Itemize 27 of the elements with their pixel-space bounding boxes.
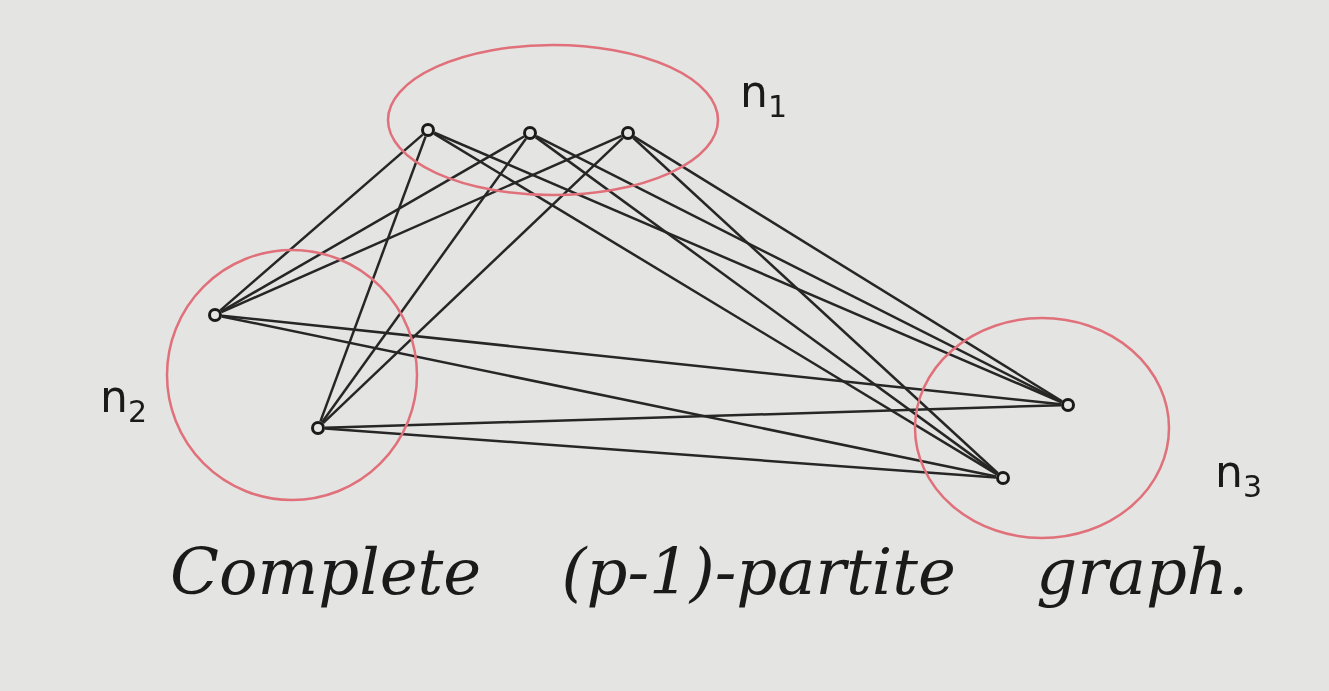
graph-edge [534,136,999,475]
graph-edge [221,314,1062,406]
vertex-dot [208,308,222,322]
vertex-dot [311,421,325,435]
vertex-dot [996,471,1010,485]
group-label: n$_{2}$ [100,375,147,427]
graph-edge [433,132,998,476]
graph-edge [322,136,624,425]
vertex-dot [621,126,635,140]
group-label: n$_{3}$ [1215,450,1262,502]
vertex-dot [421,123,435,137]
group-label: n$_{1}$ [740,70,787,122]
graph-edge [221,315,997,478]
graph-edge [219,133,424,312]
caption: Complete (p-1)-partite graph. [170,535,1249,609]
graph-edge [324,403,1062,430]
graph-edge [535,135,1063,403]
graph-edge [633,135,1063,403]
graph-edge [632,136,999,475]
vertex-dot [1061,398,1075,412]
graph-edge [433,131,1063,404]
graph-edge [220,134,623,314]
graph-edge [321,137,527,424]
vertex-dot [523,126,537,140]
graph-edge [319,136,427,422]
graph-edge [220,135,525,313]
graph-edge [324,427,997,479]
